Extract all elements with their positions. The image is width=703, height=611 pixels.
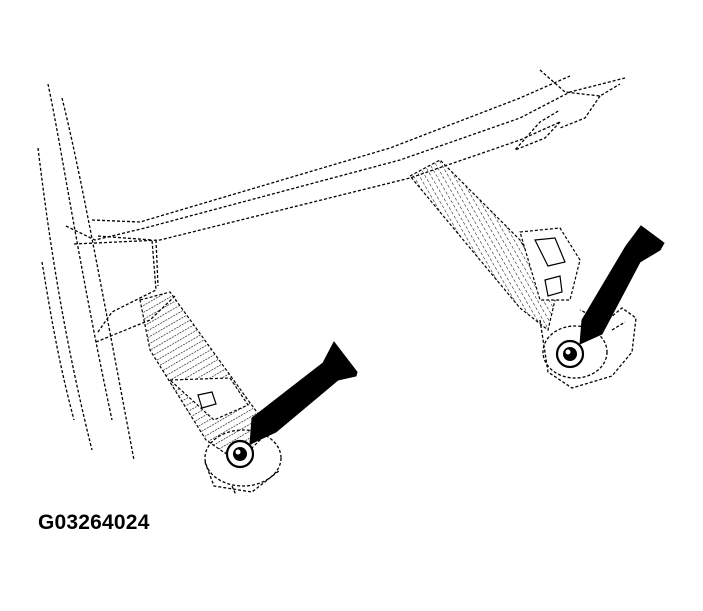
left-mount-housing: [204, 429, 282, 496]
right-strut: [409, 159, 581, 332]
body-pillar: [37, 83, 135, 461]
left-strut: [139, 291, 271, 463]
right-mount-bolt: [555, 339, 585, 369]
cross-brace: [65, 69, 626, 245]
left-mount-bolt: [225, 439, 255, 469]
arrow-icon: [249, 341, 358, 445]
figure-code: G03264024: [38, 511, 150, 534]
arrow-icon: [579, 225, 665, 345]
